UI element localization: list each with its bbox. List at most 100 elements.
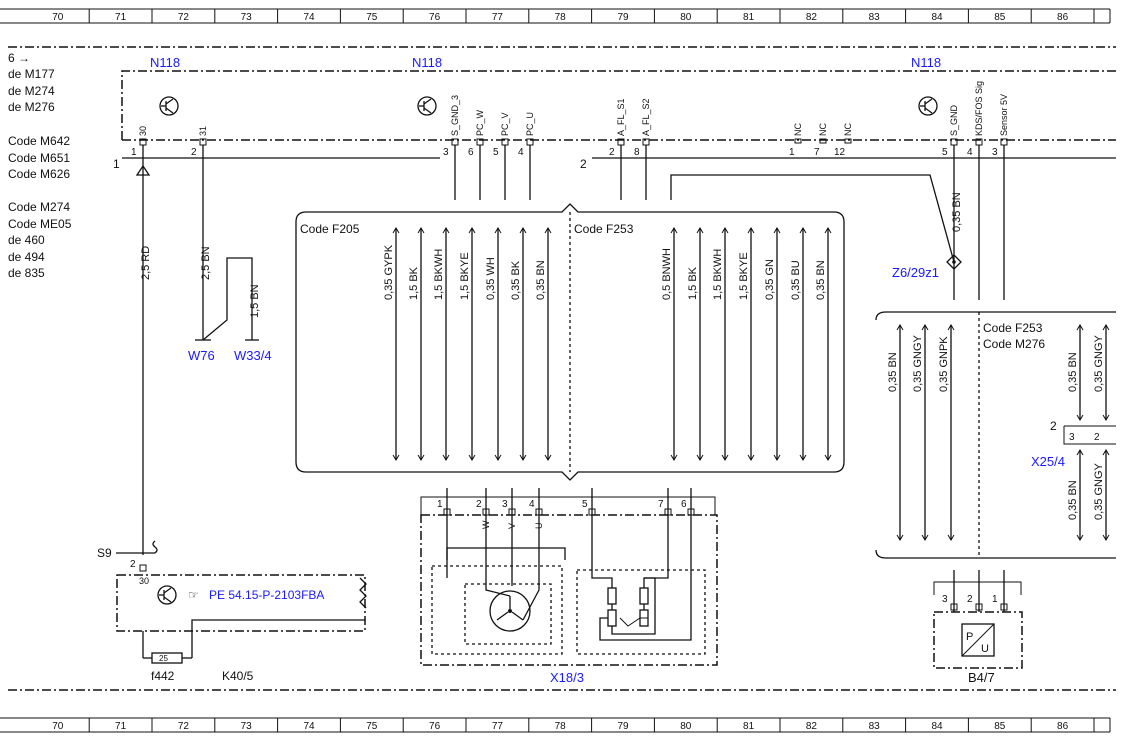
wire-label: 1,5 BKWH	[712, 249, 724, 300]
svg-text:U: U	[981, 643, 989, 655]
pin-name: U	[534, 523, 544, 530]
grid-bottom	[0, 717, 1111, 733]
right-code-block: Code F253 Code M276	[875, 311, 1116, 559]
left-code: de M274	[8, 84, 55, 98]
grid-column-label: 78	[555, 721, 567, 732]
wire-label: 0,35 BK	[510, 260, 522, 300]
svg-text:2: 2	[609, 147, 615, 158]
grid-column-label: 73	[241, 721, 253, 732]
wire-label: 0,35 BN	[535, 260, 547, 300]
pin-name: V	[507, 523, 517, 529]
grid-column-label: 86	[1057, 12, 1069, 23]
svg-text:S_GND_3: S_GND_3	[450, 95, 460, 136]
wire-label: 0,35 GNGY	[912, 334, 924, 392]
reference-link[interactable]: PE 54.15-P-2103FBA	[209, 588, 324, 602]
svg-text:NC: NC	[818, 123, 828, 136]
pin-number: 4	[529, 499, 535, 510]
svg-text:Sensor 5V: Sensor 5V	[999, 94, 1009, 136]
pin-number: 6	[681, 499, 687, 510]
grid-column-label: 85	[994, 12, 1006, 23]
left-code: Code M274	[8, 200, 70, 214]
x25-label: X25/4	[1031, 454, 1065, 469]
n118-pins: 301 312 S_GND_33 PC_W6 PC_V5 PC_U4 A_FL_…	[131, 81, 1009, 158]
grid-column-label: 70	[52, 721, 64, 732]
code-label: Code F253	[574, 222, 634, 236]
splice-label: Z6/29z1	[892, 265, 939, 280]
grid-column-label: 84	[931, 12, 943, 23]
wire-label: 0,35 GYPK	[383, 244, 395, 300]
svg-text:4: 4	[518, 147, 524, 158]
grid-column-label: 72	[178, 721, 190, 732]
left-code: 6 →	[8, 51, 30, 65]
grid-column-label: 74	[303, 721, 315, 732]
pin-number: 2	[476, 499, 482, 510]
grid-column-label: 84	[931, 721, 943, 732]
connector-number: 1	[113, 157, 120, 171]
connector-number: 2	[580, 157, 587, 171]
left-code: de 835	[8, 266, 45, 280]
k40-relay-module: S9 2 30 ☞ PE 54.15-P-2103FBA 25 f442 K40…	[97, 540, 367, 683]
pin: PC_W6	[468, 109, 485, 158]
svg-text:S9: S9	[97, 546, 112, 560]
svg-text:2: 2	[191, 147, 197, 158]
potentiometer-icon	[607, 587, 617, 605]
code-block-f205-f253: Code F205 Code F253	[295, 145, 955, 481]
x25-connector: 2 3 2 X25/4	[1031, 419, 1116, 469]
left-code: Code ME05	[8, 217, 72, 231]
transistor-icon	[157, 585, 177, 605]
left-code: de 494	[8, 250, 45, 264]
pin: NC1	[789, 123, 803, 158]
grid-column-label: 83	[869, 12, 881, 23]
n118-label: N118	[150, 55, 180, 70]
svg-text:6: 6	[468, 147, 474, 158]
pin: PC_U 4	[518, 112, 535, 158]
svg-text:NC: NC	[843, 123, 853, 136]
svg-text:PC_U: PC_U	[525, 112, 535, 136]
grid-column-label: 75	[366, 721, 378, 732]
pin: PC_V5	[493, 112, 510, 158]
b47-sensor: P U B4/7	[933, 581, 1023, 685]
grid-column-label: 79	[617, 721, 629, 732]
pin-number: 2	[967, 594, 973, 605]
fuse-label: f442	[151, 669, 175, 683]
wire-label: 1,5 BKYE	[459, 252, 471, 300]
svg-text:KDS/FOS Sig: KDS/FOS Sig	[974, 81, 984, 136]
svg-text:12: 12	[834, 147, 846, 158]
pin-name: W	[481, 520, 491, 529]
pin: 312	[191, 126, 208, 158]
grid-column-label: 80	[680, 721, 692, 732]
wire-label: 0,35 GN	[764, 259, 776, 300]
pin: NC 7	[814, 123, 828, 158]
left-code: de 460	[8, 233, 45, 247]
grid-column-label: 79	[617, 12, 629, 23]
pin-number: 5	[582, 499, 588, 510]
fuse-icon	[151, 652, 183, 664]
pin-number: 3	[502, 499, 508, 510]
svg-text:NC: NC	[793, 123, 803, 136]
wire-label: 2,5 BN	[200, 246, 212, 280]
grid-column-label: 75	[366, 12, 378, 23]
left-code: Code M626	[8, 167, 70, 181]
n118-module: N118 N118 N118	[121, 55, 1116, 141]
grid-column-label: 70	[52, 12, 64, 23]
wire-label: 0,35 BN	[1067, 352, 1079, 392]
svg-text:2: 2	[1050, 419, 1057, 433]
svg-text:3: 3	[1069, 432, 1075, 443]
left-wiring: 2,5 RD 2,5 BN 1,5 BN W76 W33/4	[135, 145, 272, 555]
code-label: Code F253	[983, 321, 1043, 335]
grid-column-label: 76	[429, 721, 441, 732]
wire-label: 0,35 WH	[485, 257, 497, 300]
wire-label: 0,35 BN	[815, 260, 827, 300]
transistor-icon	[417, 96, 437, 116]
pin-number: 3	[942, 594, 948, 605]
grid-column-label: 83	[869, 721, 881, 732]
k40-label: K40/5	[222, 669, 254, 683]
svg-text:3: 3	[992, 147, 998, 158]
left-code: Code M651	[8, 151, 70, 165]
svg-text:7: 7	[814, 147, 820, 158]
svg-text:1: 1	[131, 147, 137, 158]
